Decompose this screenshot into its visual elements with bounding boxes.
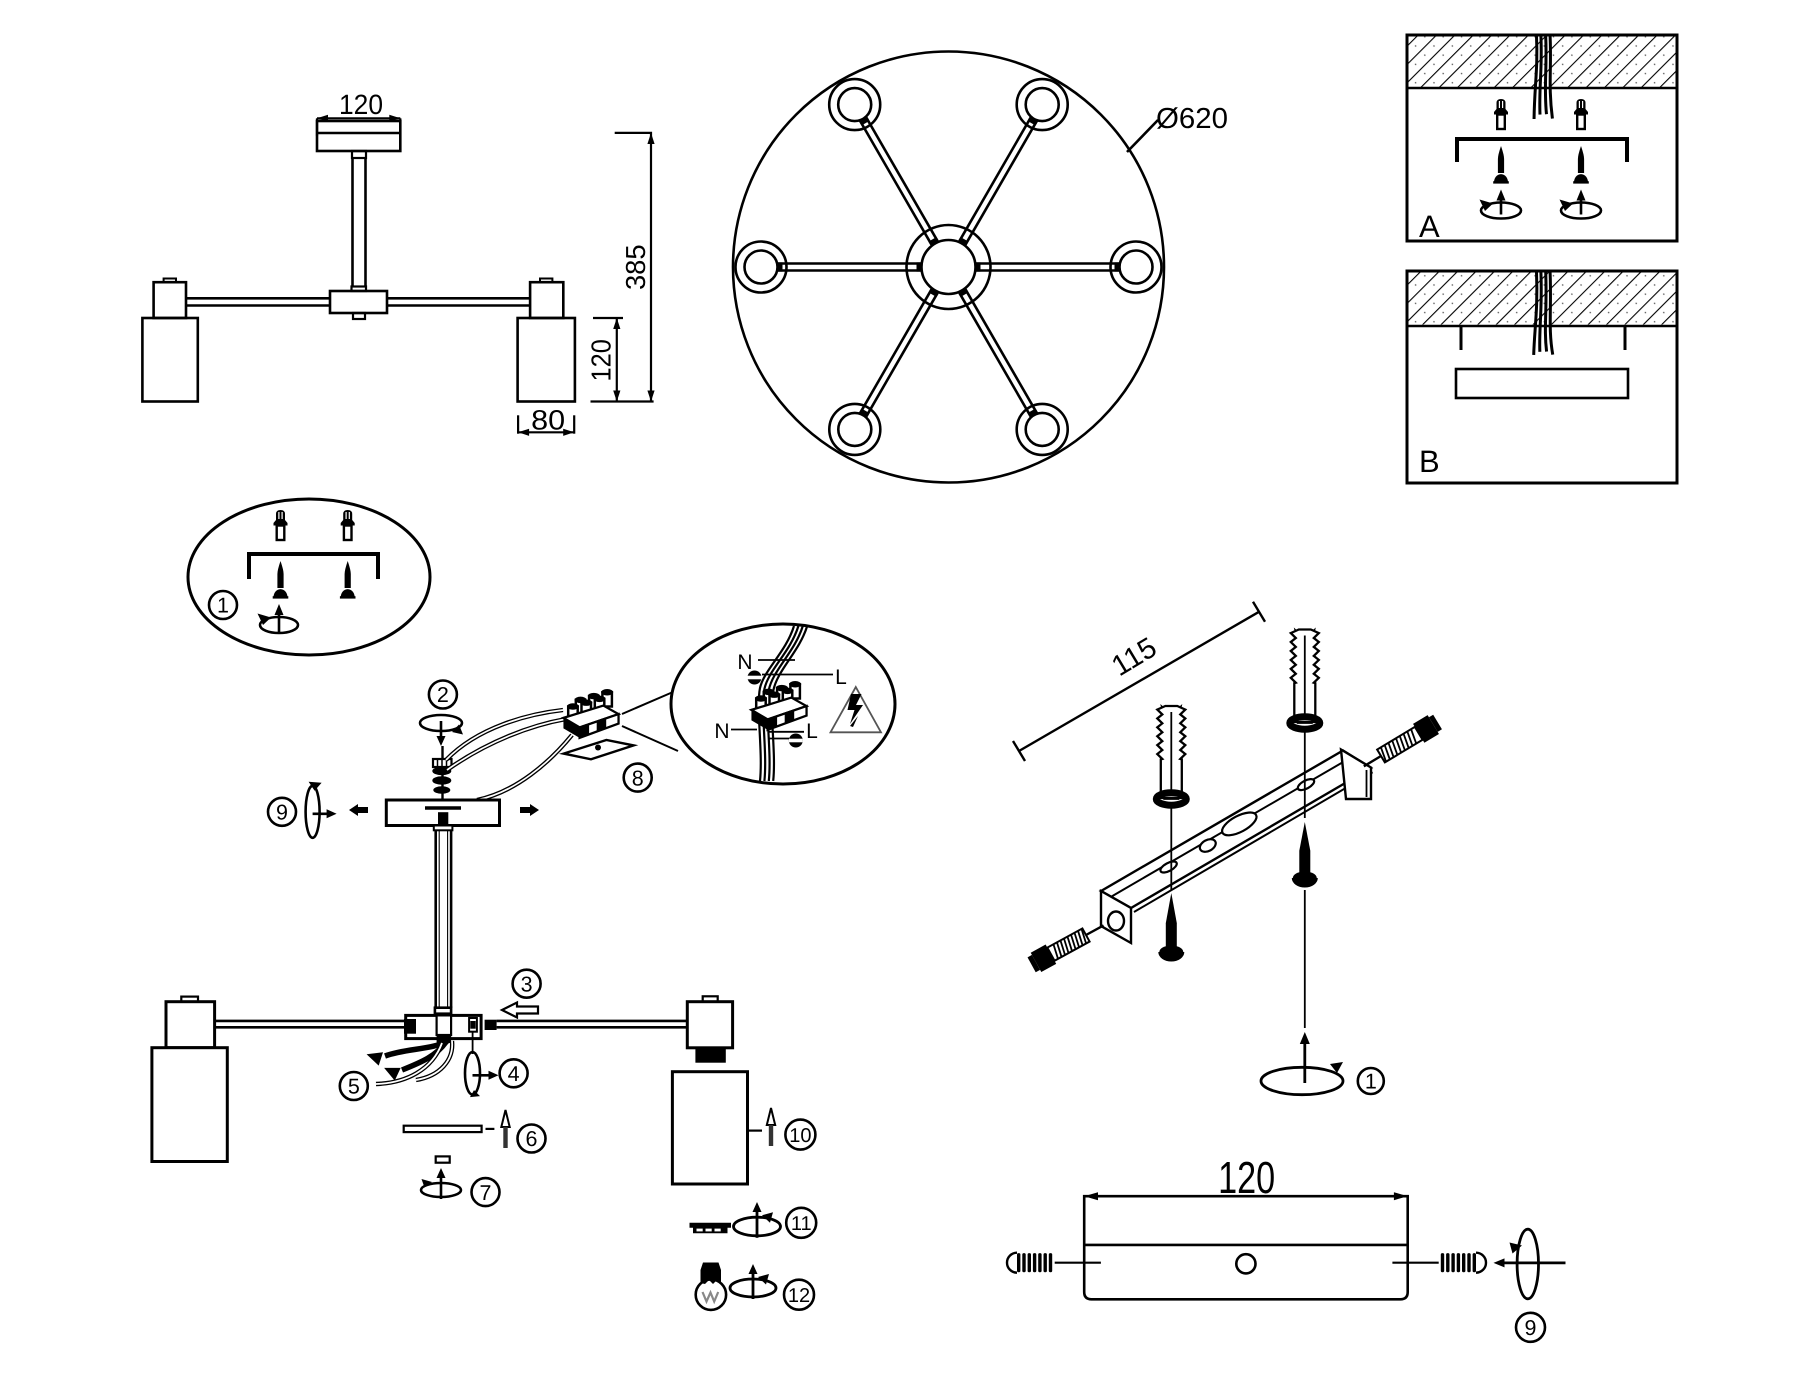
svg-text:120: 120 bbox=[339, 89, 383, 120]
svg-text:120: 120 bbox=[1218, 1152, 1275, 1203]
svg-text:N: N bbox=[737, 651, 752, 674]
svg-text:7: 7 bbox=[480, 1181, 492, 1205]
svg-text:B: B bbox=[1419, 444, 1440, 479]
svg-text:Ø620: Ø620 bbox=[1156, 103, 1228, 135]
svg-text:11: 11 bbox=[791, 1213, 812, 1235]
svg-text:9: 9 bbox=[1525, 1316, 1537, 1340]
svg-text:A: A bbox=[1419, 209, 1440, 244]
svg-text:3: 3 bbox=[521, 972, 533, 996]
svg-text:10: 10 bbox=[789, 1125, 811, 1147]
svg-text:6: 6 bbox=[526, 1127, 538, 1151]
svg-text:2: 2 bbox=[437, 683, 449, 707]
svg-text:12: 12 bbox=[788, 1285, 810, 1307]
svg-text:N: N bbox=[714, 720, 729, 743]
svg-text:1: 1 bbox=[1365, 1070, 1377, 1094]
svg-text:5: 5 bbox=[348, 1075, 360, 1099]
svg-text:L: L bbox=[835, 666, 847, 689]
svg-text:9: 9 bbox=[276, 801, 288, 825]
svg-text:385: 385 bbox=[620, 244, 651, 290]
svg-text:4: 4 bbox=[508, 1062, 520, 1086]
svg-text:L: L bbox=[806, 720, 818, 743]
svg-text:8: 8 bbox=[632, 766, 644, 790]
svg-text:1: 1 bbox=[217, 594, 229, 618]
svg-text:80: 80 bbox=[531, 405, 565, 436]
svg-text:120: 120 bbox=[585, 339, 616, 381]
